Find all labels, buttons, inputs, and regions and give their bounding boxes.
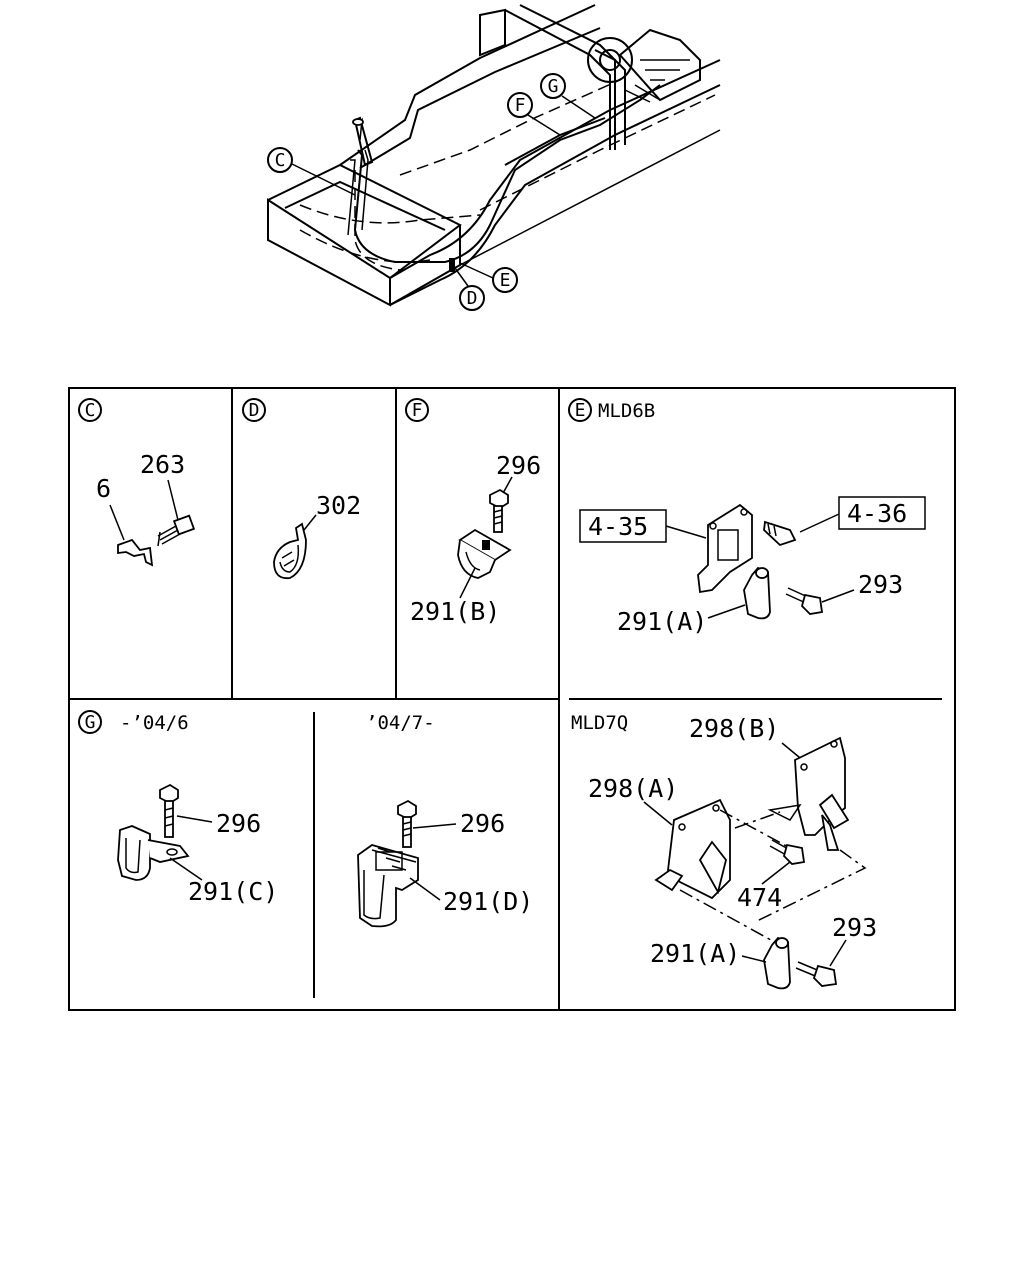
clamp-302-icon (273, 522, 307, 580)
clamp-291a-mld7q-icon (763, 936, 791, 990)
part-296-label: 296 (496, 451, 541, 480)
part-298a-label: 298(A) (588, 774, 678, 803)
panel-g-late-range: ’04/7- (366, 712, 435, 734)
clamp-291d-icon (357, 844, 419, 928)
bolt-293-mld7q-icon (795, 961, 838, 987)
part-291d-label: 291(D) (443, 887, 533, 916)
bolt-263-icon (157, 514, 196, 547)
bolt-474-icon (769, 839, 806, 865)
callout-e-letter: E (500, 270, 511, 291)
ref-4-35-label: 4-35 (588, 512, 648, 541)
part-296-late-label: 296 (460, 809, 505, 838)
callout-c-bubble: C (267, 147, 356, 196)
bolt-4-36-icon (763, 520, 797, 547)
panel-mld7q-title: MLD7Q (571, 712, 628, 734)
callout-f-bubble: F (507, 92, 561, 136)
part-291b-label: 291(B) (410, 597, 500, 626)
panel-d-tag: D (249, 400, 260, 421)
panel-c-tag: C (85, 400, 96, 421)
frame-overview (267, 4, 721, 307)
callout-e-bubble: E (459, 262, 518, 293)
part-291a-label: 291(A) (617, 607, 707, 636)
panel-e: E MLD6B 4-35 4-36 293 291(A) (568, 398, 926, 636)
bolt-296-icon (489, 488, 509, 533)
callout-d-bubble: D (454, 267, 485, 311)
part-263-label: 263 (140, 450, 185, 479)
callout-c-letter: C (275, 150, 286, 171)
panel-g-tag: G (85, 712, 96, 733)
clip-6-icon (117, 538, 154, 567)
part-291a-mld7q-label: 291(A) (650, 939, 740, 968)
panel-f-tag: F (412, 400, 423, 421)
part-474-label: 474 (737, 883, 782, 912)
clamp-291c-icon (117, 825, 190, 881)
bolt-296-late-icon (397, 799, 417, 848)
callout-g-letter: G (548, 76, 559, 97)
bracket-298b-icon (767, 736, 850, 851)
overview-callouts: C D E F G (267, 73, 596, 311)
detail-grid (68, 387, 956, 1011)
bracket-298a-icon (654, 798, 731, 900)
clamp-291a-icon (743, 566, 771, 620)
bracket-plate-icon (697, 503, 753, 594)
clip-291b-icon (457, 528, 512, 579)
panel-e-tag: E (575, 400, 586, 421)
callout-f-letter: F (515, 95, 526, 116)
part-298b-label: 298(B) (689, 714, 779, 743)
part-293-label: 293 (858, 570, 903, 599)
part-302-label: 302 (316, 491, 361, 520)
callout-d-letter: D (467, 288, 478, 309)
panel-f: F 296 291(B) (405, 398, 541, 626)
bolt-296-early-icon (159, 783, 179, 838)
part-296-early-label: 296 (216, 809, 261, 838)
panel-c: C 263 6 (78, 398, 196, 567)
ref-4-36-label: 4-36 (847, 499, 907, 528)
part-291c-label: 291(C) (188, 877, 278, 906)
callout-g-bubble: G (540, 73, 596, 119)
panel-g-early-range: -’04/6 (120, 712, 189, 734)
bolt-293-icon (785, 587, 824, 615)
panel-e-title: MLD6B (598, 400, 655, 422)
part-293-mld7q-label: 293 (832, 913, 877, 942)
panel-g-early: G -’04/6 296 291(C) (78, 710, 278, 906)
panel-g-late: ’04/7- 296 291(D) (357, 712, 533, 928)
part-6-label: 6 (96, 474, 111, 503)
panel-mld7q: MLD7Q 298(B) 298(A) 474 (571, 712, 877, 990)
panel-d: D 302 (242, 398, 361, 580)
